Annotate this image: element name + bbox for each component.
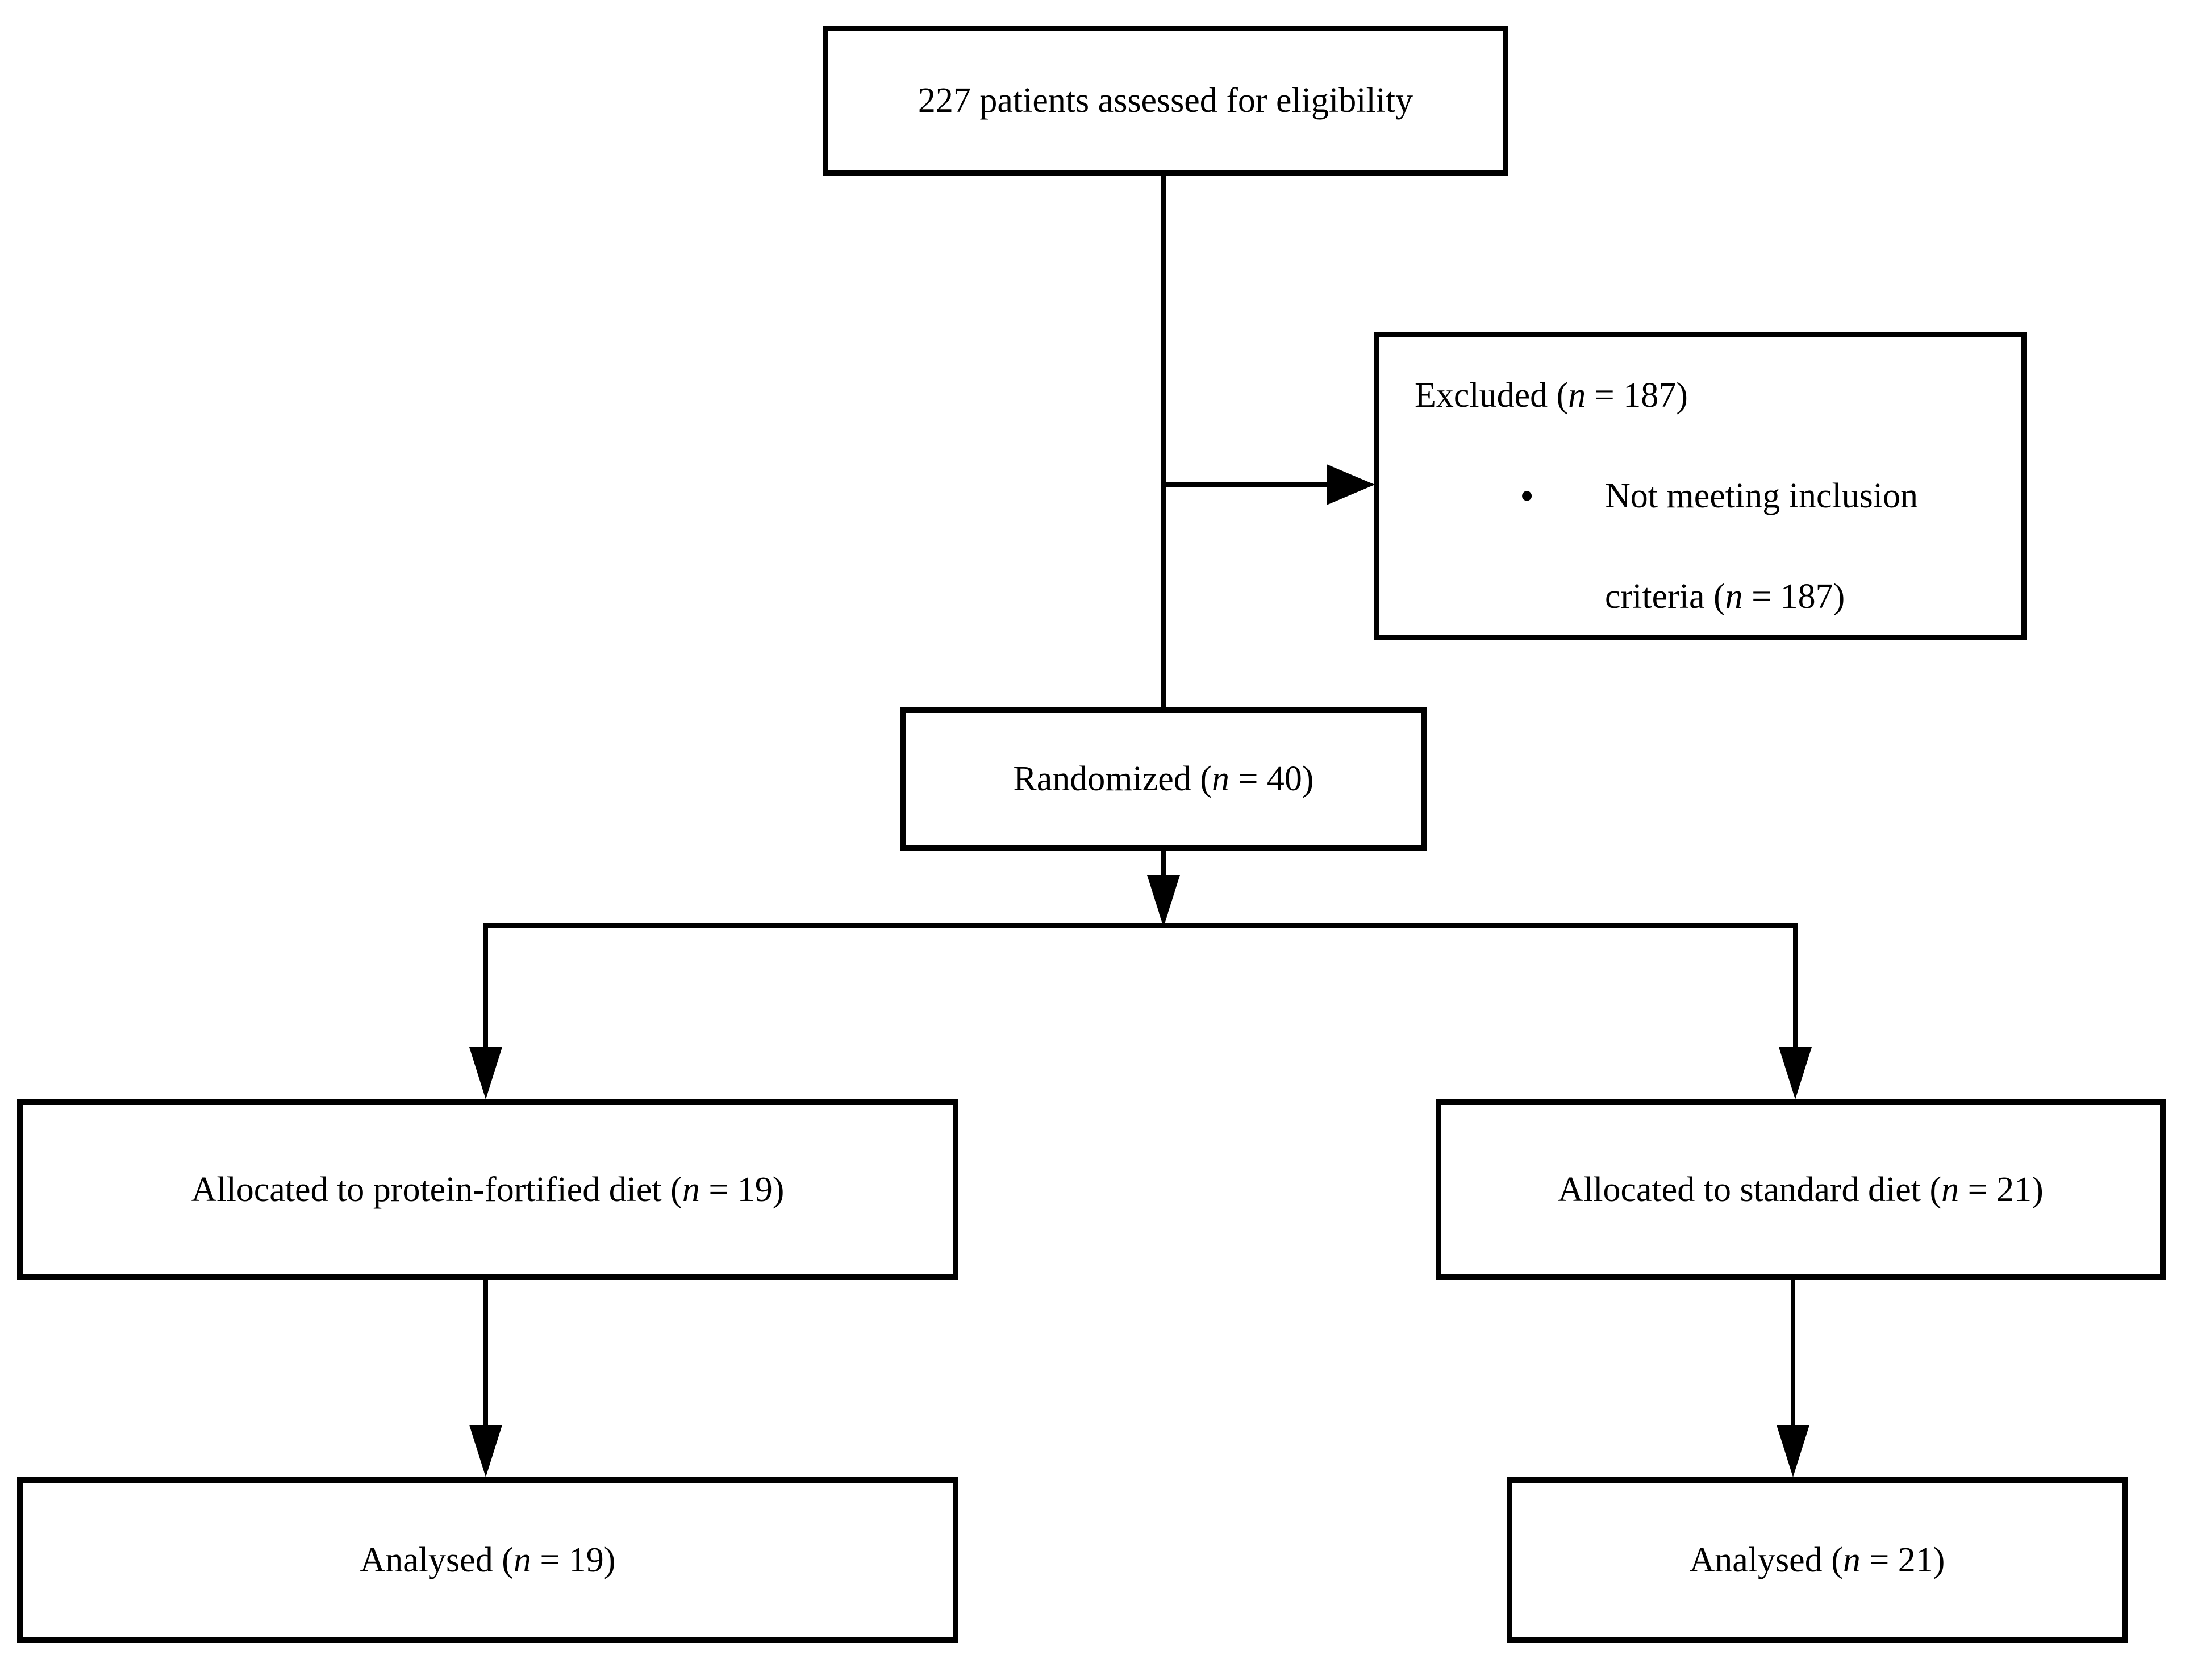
connector-split-to-allocated-standard (1793, 923, 1798, 1053)
flow-node-allocated-protein: Allocated to protein-fortified diet (n =… (17, 1099, 958, 1280)
connector-assessed-to-randomized (1161, 176, 1166, 707)
connector-split-horizontal (486, 923, 1798, 928)
flow-node-allocated-protein-label: Allocated to protein-fortified diet (n =… (191, 1170, 785, 1209)
flow-node-randomized-label: Randomized (n = 40) (1013, 759, 1314, 798)
flow-node-analysed-protein: Analysed (n = 19) (17, 1477, 958, 1643)
connector-split-to-allocated-protein (483, 923, 488, 1053)
flow-node-excluded: Excluded (n = 187) • Not meeting inclusi… (1374, 332, 2027, 640)
arrowhead-into-analysed-protein (469, 1425, 502, 1477)
flow-node-assessed: 227 patients assessed for eligibility (823, 26, 1508, 176)
arrowhead-into-allocated-standard (1779, 1047, 1812, 1099)
connector-allocated-to-analysed-standard (1791, 1280, 1795, 1429)
flow-node-allocated-standard-label: Allocated to standard diet (n = 21) (1558, 1170, 2044, 1209)
connector-randomized-to-split (1161, 851, 1166, 880)
flow-node-analysed-protein-label: Analysed (n = 19) (360, 1540, 616, 1579)
arrowhead-into-allocated-protein (469, 1047, 502, 1099)
flow-node-randomized: Randomized (n = 40) (900, 707, 1427, 851)
flow-node-allocated-standard: Allocated to standard diet (n = 21) (1436, 1099, 2166, 1280)
flow-node-assessed-label: 227 patients assessed for eligibility (918, 81, 1413, 120)
flow-node-analysed-standard-label: Analysed (n = 21) (1689, 1540, 1945, 1579)
arrowhead-into-analysed-standard (1777, 1425, 1809, 1477)
flow-node-excluded-content: Excluded (n = 187) • Not meeting inclusi… (1379, 337, 2021, 647)
excluded-bullet-text: Not meeting inclusion criteria (n = 187) (1605, 477, 1919, 616)
bullet-icon: • (1520, 473, 1534, 519)
arrowhead-into-excluded (1327, 464, 1375, 505)
excluded-bullet-item: • Not meeting inclusion criteria (n = 18… (1520, 446, 1999, 647)
flow-node-excluded-title: Excluded (n = 187) (1415, 376, 1688, 415)
connector-allocated-to-analysed-protein (483, 1280, 488, 1429)
arrowhead-into-split (1147, 875, 1180, 927)
flow-node-analysed-standard: Analysed (n = 21) (1507, 1477, 2128, 1643)
connector-branch-to-excluded (1164, 482, 1328, 487)
